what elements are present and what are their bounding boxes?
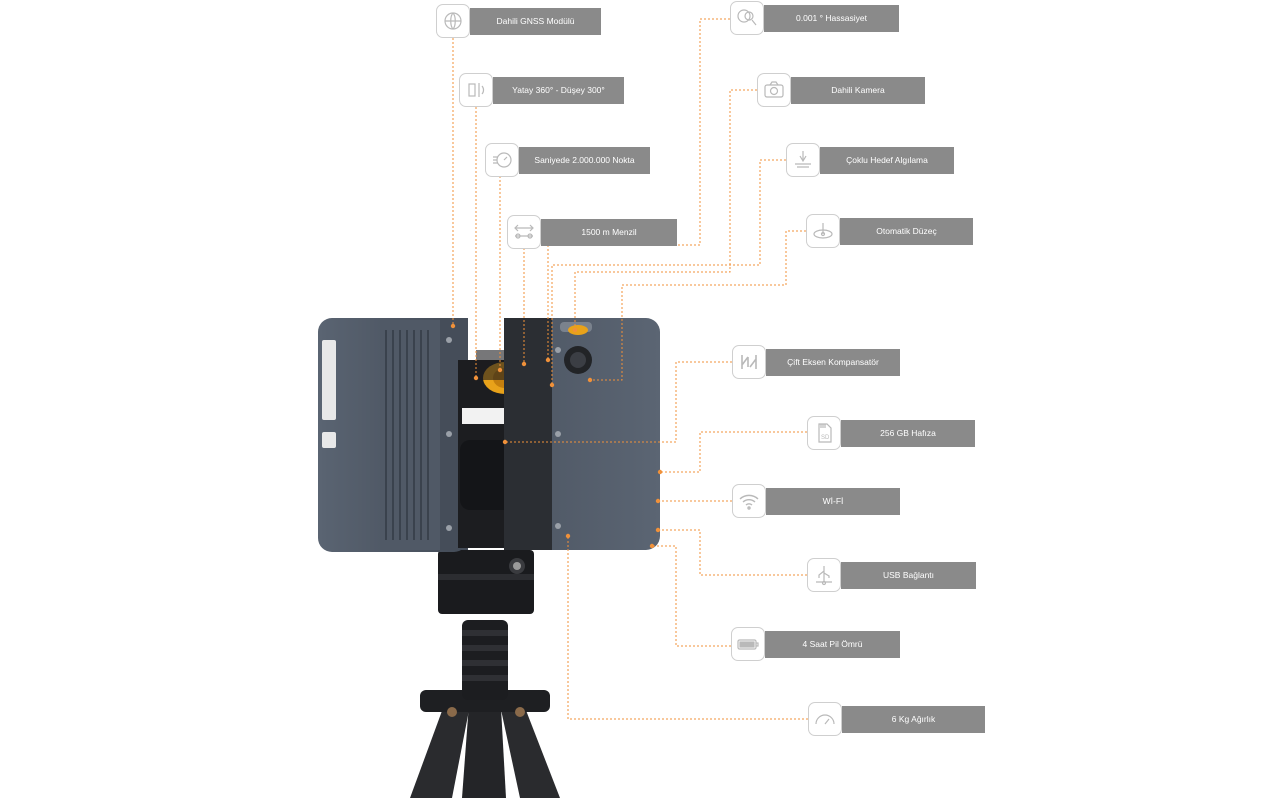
wifi-icon bbox=[732, 484, 766, 518]
connector-dot bbox=[565, 533, 571, 539]
speedometer-icon bbox=[485, 143, 519, 177]
feature-label: Yatay 360° - Düşey 300° bbox=[493, 77, 624, 104]
battery-icon bbox=[731, 627, 765, 661]
feature-label: Dahili Kamera bbox=[791, 77, 925, 104]
connector-dot bbox=[655, 527, 661, 533]
feature-label: 256 GB Hafıza bbox=[841, 420, 975, 447]
feature-label: Çift Eksen Kompansatör bbox=[766, 349, 900, 376]
connector-dot bbox=[587, 377, 593, 383]
connector-dot bbox=[649, 543, 655, 549]
feature-label: Otomatik Düzeç bbox=[840, 218, 973, 245]
feature-label: 4 Saat Pil Ömrü bbox=[765, 631, 900, 658]
usb-icon bbox=[807, 558, 841, 592]
multi-target-icon bbox=[786, 143, 820, 177]
feature-label: 6 Kg Ağırlık bbox=[842, 706, 985, 733]
feature-label: Wİ-Fİ bbox=[766, 488, 900, 515]
tripod bbox=[410, 550, 560, 798]
connector-dot bbox=[450, 323, 456, 329]
connector-dot bbox=[657, 469, 663, 475]
feature-label: 1500 m Menzil bbox=[541, 219, 677, 246]
bubble-level-icon bbox=[806, 214, 840, 248]
connector-dot bbox=[545, 357, 551, 363]
camera-icon bbox=[757, 73, 791, 107]
connector-line bbox=[658, 529, 807, 576]
connector-dot bbox=[497, 367, 503, 373]
feature-label: Çoklu Hedef Algılama bbox=[820, 147, 954, 174]
range-arrow-icon bbox=[507, 215, 541, 249]
connector-line bbox=[590, 230, 806, 381]
gnss-globe-icon bbox=[436, 4, 470, 38]
connector-line bbox=[652, 545, 731, 647]
connector-dot bbox=[572, 327, 578, 333]
connector-dot bbox=[655, 498, 661, 504]
connector-line bbox=[574, 89, 757, 330]
connector-line bbox=[660, 431, 807, 473]
svg-text:SD: SD bbox=[821, 435, 830, 441]
weight-gauge-icon bbox=[808, 702, 842, 736]
connector-line bbox=[505, 361, 732, 443]
connector-dot bbox=[473, 375, 479, 381]
connector-line bbox=[551, 159, 786, 385]
feature-label: 0.001 ° Hassasiyet bbox=[764, 5, 899, 32]
connector-dot bbox=[502, 439, 508, 445]
scanner-body bbox=[318, 318, 660, 552]
dual-axis-compensator-icon bbox=[732, 345, 766, 379]
callout-connector-lines bbox=[450, 18, 808, 720]
feature-label: Saniyede 2.000.000 Nokta bbox=[519, 147, 650, 174]
magnifier-precision-icon bbox=[730, 1, 764, 35]
sd-card-icon: SD bbox=[807, 416, 841, 450]
connector-line bbox=[547, 18, 730, 360]
feature-label: Dahili GNSS Modülü bbox=[470, 8, 601, 35]
connector-dot bbox=[521, 361, 527, 367]
rotation-scanner-icon bbox=[459, 73, 493, 107]
connector-dot bbox=[549, 382, 555, 388]
connector-line bbox=[567, 536, 808, 720]
feature-label: USB Bağlantı bbox=[841, 562, 976, 589]
